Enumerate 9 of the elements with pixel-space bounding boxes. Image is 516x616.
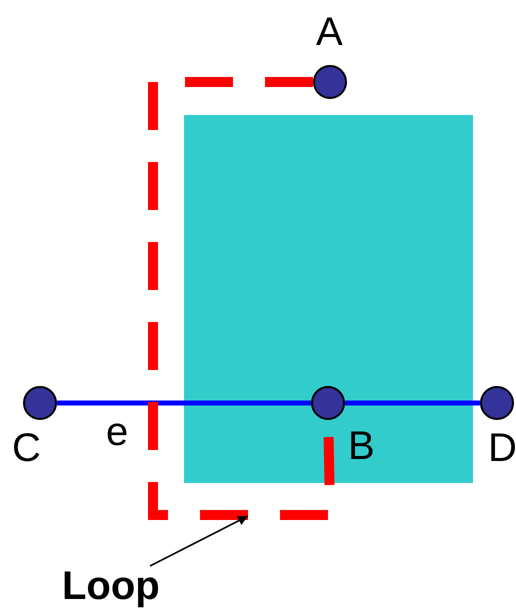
leader-line (150, 515, 248, 567)
line-segment (345, 400, 480, 406)
point-label: A (316, 12, 343, 52)
point-label: C (12, 428, 41, 468)
point-label: D (488, 428, 516, 468)
point-label: B (348, 426, 375, 466)
line-segment (57, 400, 311, 406)
segment-label: e (106, 412, 128, 452)
callout-label: Loop (62, 564, 160, 608)
